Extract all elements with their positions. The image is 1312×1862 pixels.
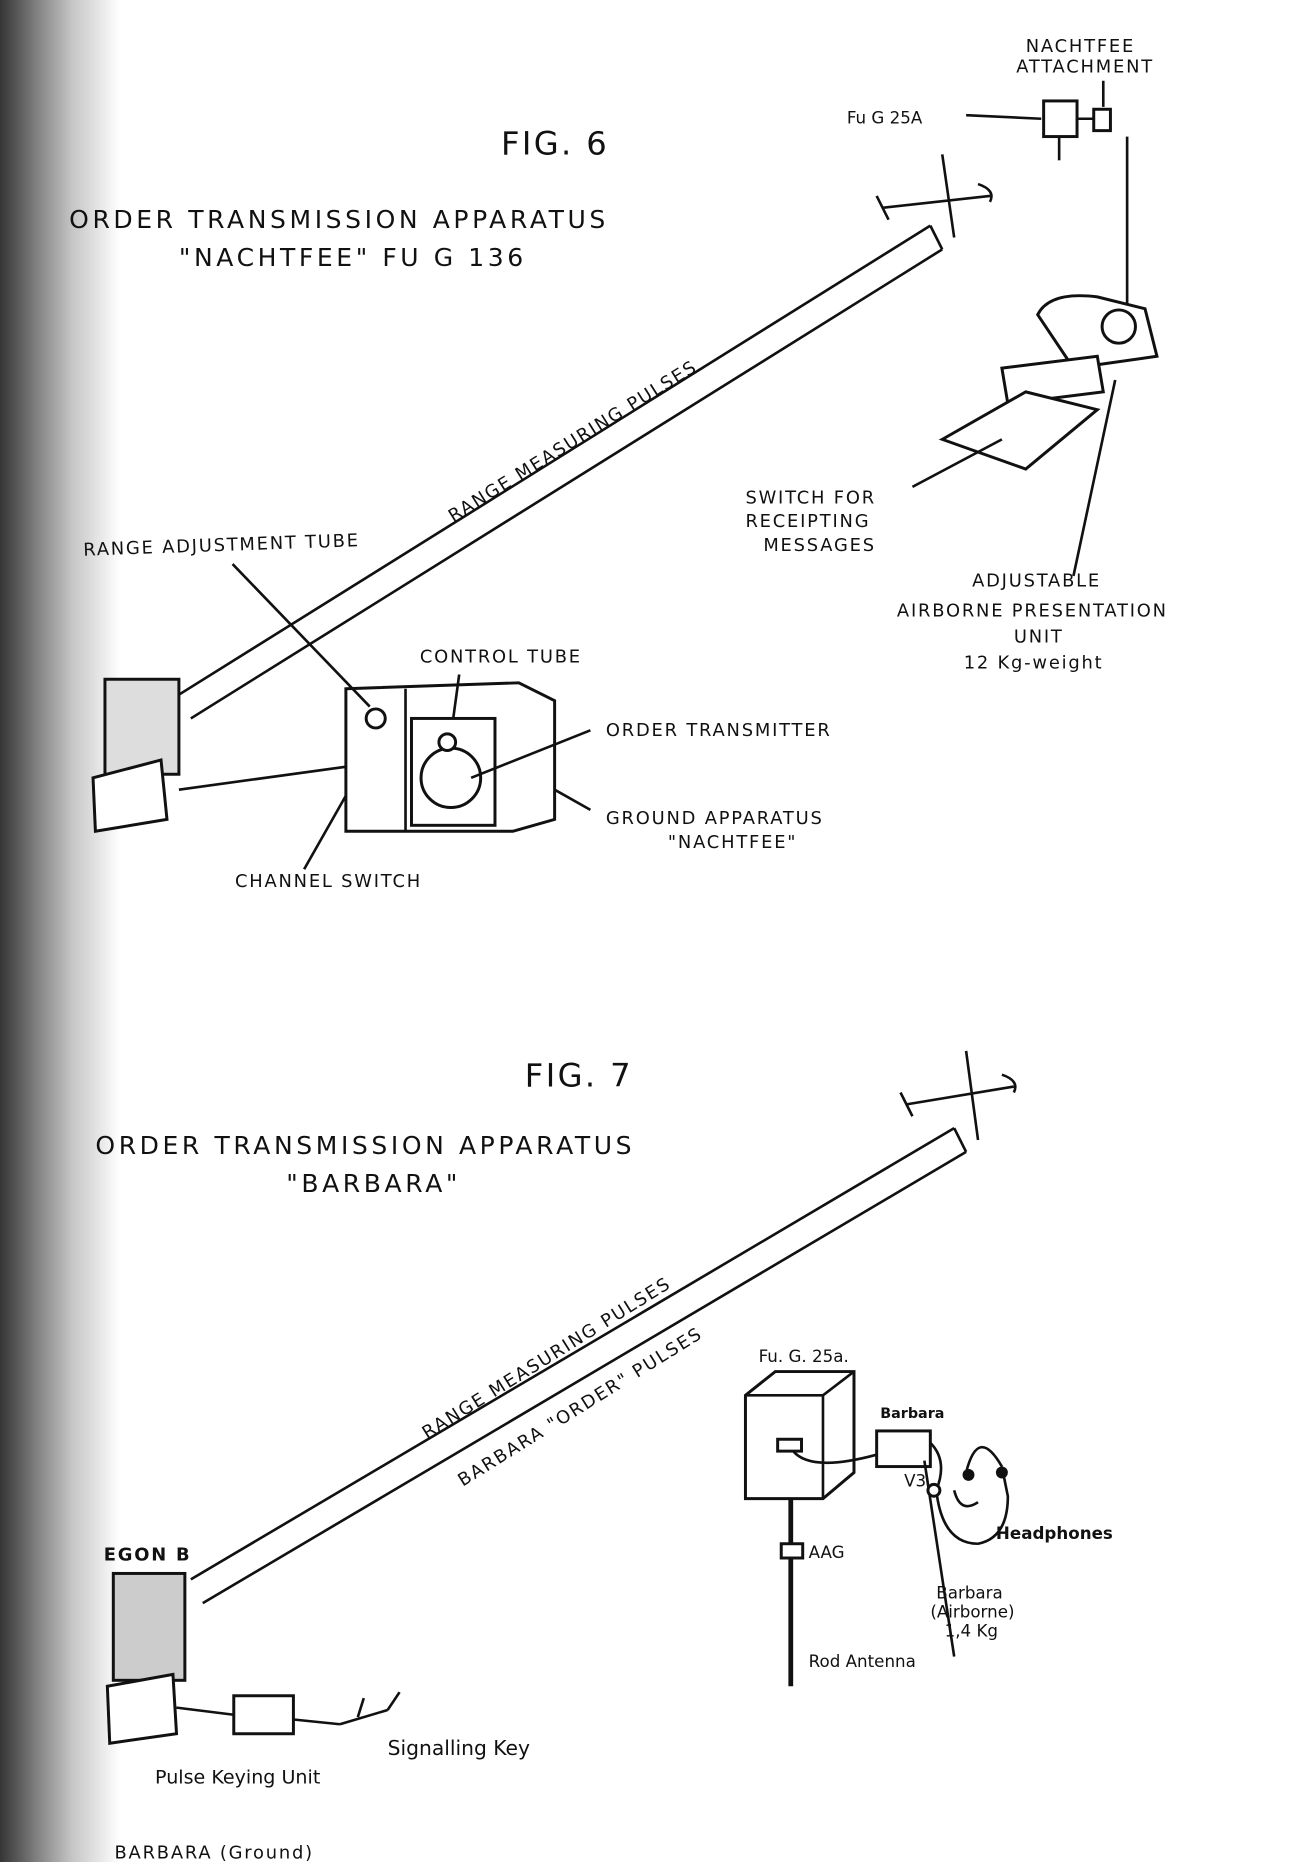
fug25a-receiver-label: Fu. G. 25a. — [759, 1347, 849, 1366]
fug25a-label: Fu G 25A — [847, 109, 923, 128]
fig7-title: FIG. 7 — [525, 1057, 633, 1095]
aag-label: AAG — [809, 1543, 845, 1562]
ground-apparatus-label-2: "NACHTFEE" — [668, 832, 797, 853]
nachtfee-attachment-label: ATTACHMENT — [1016, 56, 1154, 77]
order-transmitter-label: ORDER TRANSMITTER — [606, 720, 832, 741]
barbara-airborne-label-2: (Airborne) — [930, 1602, 1014, 1621]
switch-label: SWITCH FOR — [745, 488, 875, 509]
barbara-airborne-label: Barbara — [936, 1583, 1002, 1602]
fig7-beam — [190, 1127, 968, 1605]
pulse-keying-unit-label: Pulse Keying Unit — [155, 1767, 320, 1789]
headphones-label: Headphones — [996, 1524, 1113, 1543]
unit-label: ADJUSTABLE — [972, 571, 1101, 592]
v3-label: V3 — [904, 1472, 926, 1491]
barbara-ground-label: BARBARA (Ground) — [115, 1842, 314, 1862]
fug25a-receiver — [743, 1370, 1010, 1687]
switch-label-2: RECEIPTING — [745, 511, 870, 532]
nachtfee-attachment-label: NACHTFEE — [1026, 36, 1135, 57]
fig7-subtitle: ORDER TRANSMISSION APPARATUS — [95, 1131, 635, 1160]
airborne-presentation-unit — [911, 294, 1159, 577]
fig6-beam — [178, 224, 944, 720]
fig6-aircraft-icon — [875, 154, 993, 238]
fig6-title: FIG. 6 — [501, 124, 609, 162]
fug25a-box — [966, 80, 1129, 309]
ground-apparatus-label: GROUND APPARATUS — [606, 808, 824, 829]
fig6-subtitle-2: "NACHTFEE" FU G 136 — [179, 243, 527, 272]
channel-switch-label: CHANNEL SWITCH — [235, 871, 422, 892]
egon-b-label: EGON B — [104, 1544, 192, 1565]
fig7-egon-antenna — [105, 1571, 401, 1745]
fig7-subtitle-2: "BARBARA" — [286, 1169, 461, 1198]
rod-antenna-label: Rod Antenna — [809, 1652, 916, 1671]
barbara-label: Barbara — [880, 1406, 944, 1422]
switch-label-3: MESSAGES — [763, 535, 876, 556]
signalling-key-label: Signalling Key — [388, 1736, 530, 1760]
fig7-aircraft-icon — [899, 1050, 1017, 1141]
fig6-ground-antenna — [91, 677, 353, 833]
scan-shadow — [0, 0, 120, 1862]
ground-apparatus-nachtfee — [231, 563, 592, 870]
barbara-weight-label: 1,4 Kg — [945, 1621, 998, 1640]
fig6-subtitle: ORDER TRANSMISSION APPARATUS — [69, 205, 609, 234]
range-adjustment-tube-label: RANGE ADJUSTMENT TUBE — [83, 530, 360, 561]
unit-weight-label: 12 Kg-weight — [964, 653, 1104, 674]
unit-label-3: UNIT — [1014, 626, 1064, 647]
control-tube-label: CONTROL TUBE — [420, 647, 582, 668]
range-pulses-label: RANGE MEASURING PULSES — [445, 356, 702, 526]
unit-label-2: AIRBORNE PRESENTATION — [897, 600, 1168, 621]
